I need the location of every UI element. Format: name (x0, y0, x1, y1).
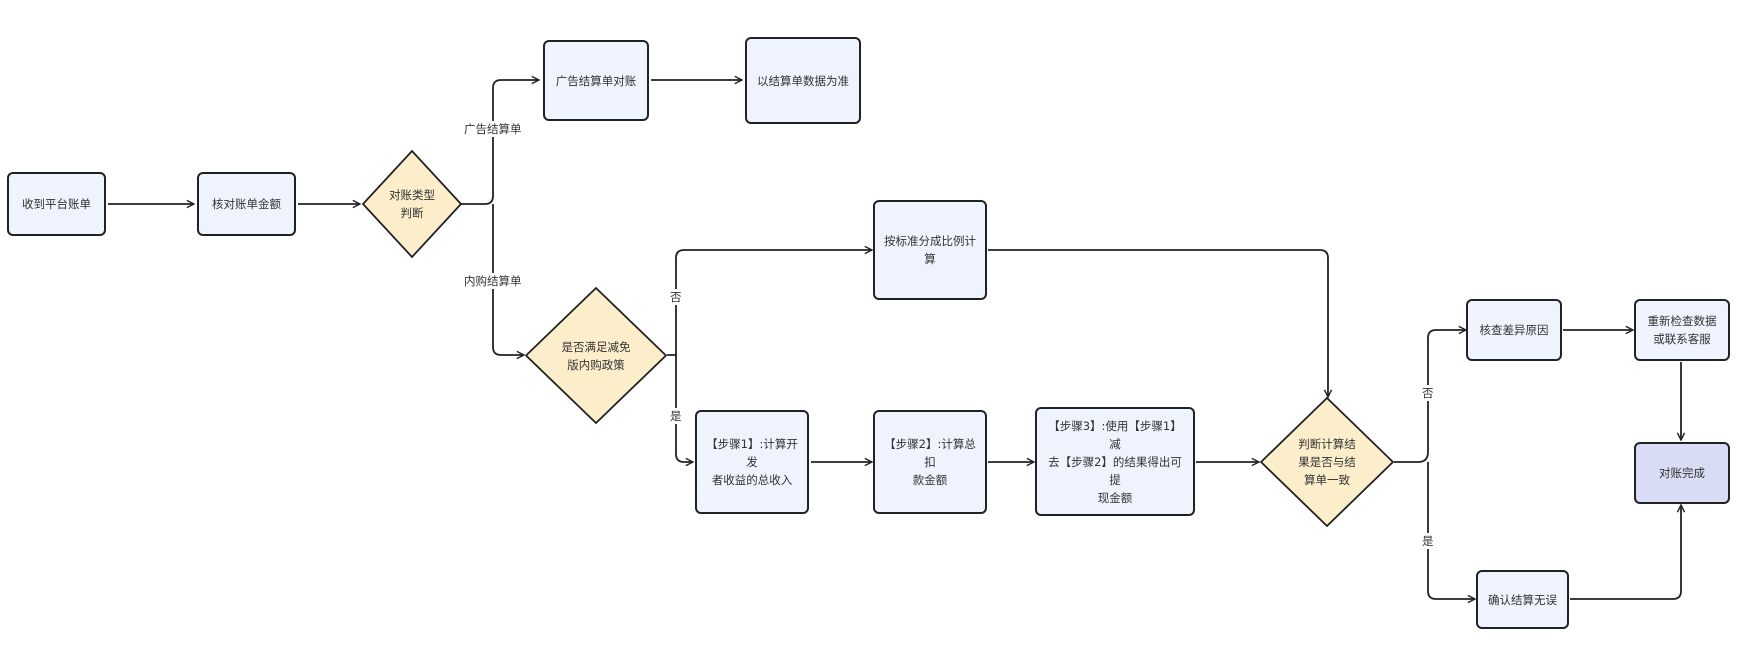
edge-label-match-yes: 是 (1420, 533, 1436, 549)
node-label: 【步骤2】:计算总扣 款金额 (884, 437, 976, 487)
node-match-decision[interactable]: 判断计算结 果是否与结 算单一致 (1260, 397, 1394, 527)
node-label: 按标准分成比例计算 (884, 234, 976, 266)
node-label: 核查差异原因 (1479, 323, 1549, 337)
node-done[interactable]: 对账完成 (1634, 442, 1730, 504)
node-ad-reconcile[interactable]: 广告结算单对账 (543, 40, 649, 121)
edge-label-ad-branch: 广告结算单 (462, 121, 524, 137)
node-step3[interactable]: 【步骤3】:使用【步骤1】减 去【步骤2】的结果得出可提 现金额 (1035, 407, 1195, 516)
node-label: 重新检查数据 或联系客服 (1647, 314, 1717, 346)
edge-label-iap-branch: 内购结算单 (462, 273, 524, 289)
node-step2[interactable]: 【步骤2】:计算总扣 款金额 (873, 410, 987, 514)
node-receive-bill[interactable]: 收到平台账单 (7, 172, 106, 236)
node-ad-result[interactable]: 以结算单数据为准 (745, 37, 861, 124)
edge-match-to-confirm (1427, 462, 1475, 599)
node-confirm[interactable]: 确认结算无误 (1476, 570, 1569, 629)
edge-type-to-policy (492, 204, 524, 355)
node-label: 对账完成 (1659, 466, 1705, 480)
node-label: 广告结算单对账 (555, 73, 637, 88)
edge-label-match-no: 否 (1420, 385, 1436, 401)
node-label: 【步骤1】:计算开发 者收益的总收入 (706, 437, 798, 487)
edge-label-policy-yes: 是 (668, 408, 684, 424)
diamond-shape (362, 150, 462, 258)
edge-standard-to-match (988, 249, 1328, 397)
node-label: 收到平台账单 (22, 197, 91, 211)
node-label: 判断计算结 果是否与结 算单一致 (1298, 437, 1356, 487)
node-label: 【步骤3】:使用【步骤1】减 去【步骤2】的结果得出可提 现金额 (1048, 418, 1182, 505)
diamond-shape (1260, 397, 1394, 527)
edge-policy-to-standard (667, 250, 872, 356)
node-policy-decision[interactable]: 是否满足减免 版内购政策 (525, 287, 667, 424)
node-step1[interactable]: 【步骤1】:计算开发 者收益的总收入 (695, 410, 809, 514)
diamond-shape (525, 287, 667, 424)
edge-type-to-ad (461, 80, 539, 205)
node-label: 确认结算无误 (1488, 592, 1557, 607)
node-label: 核对账单金额 (212, 197, 281, 211)
node-check-diff[interactable]: 核查差异原因 (1466, 299, 1562, 361)
edge-confirm-to-done (1570, 505, 1681, 600)
edge-policy-to-step1 (675, 355, 693, 462)
node-label: 以结算单数据为准 (757, 73, 849, 88)
node-standard-split[interactable]: 按标准分成比例计算 (873, 200, 987, 300)
edge-label-policy-no: 否 (668, 289, 684, 305)
node-label: 对账类型 判断 (389, 188, 435, 220)
node-verify-amount[interactable]: 核对账单金额 (197, 172, 296, 236)
node-recheck[interactable]: 重新检查数据 或联系客服 (1634, 299, 1730, 361)
node-type-decision[interactable]: 对账类型 判断 (362, 150, 462, 258)
node-label: 是否满足减免 版内购政策 (561, 339, 631, 372)
